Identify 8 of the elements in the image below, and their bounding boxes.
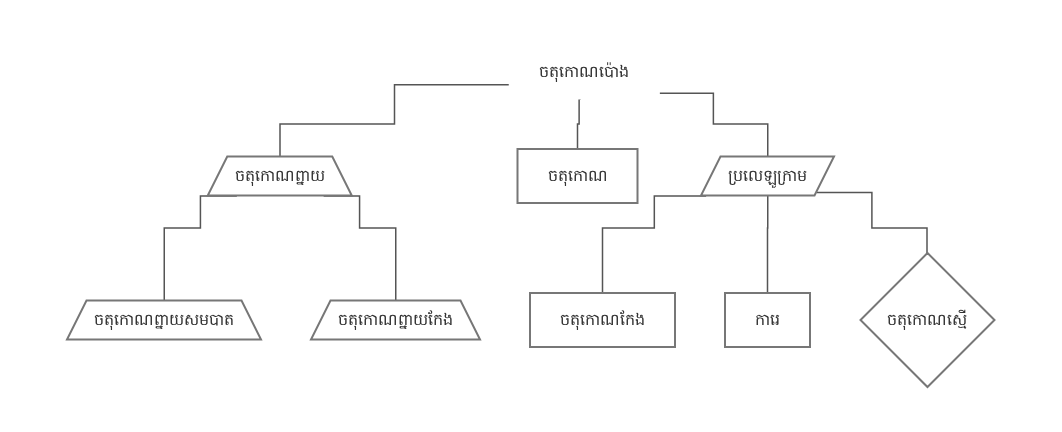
node-box: ចតុកោណ [516, 148, 639, 204]
node-box: ចតុកោណកែង [529, 292, 677, 348]
node-box: ការេ [724, 292, 812, 348]
node-diamond: ចតុកោណស្មើ [859, 251, 997, 389]
connector [767, 195, 769, 294]
connector [816, 191, 928, 254]
connector [577, 98, 582, 150]
node-text: ចតុកោណប៉ោង [539, 62, 630, 81]
